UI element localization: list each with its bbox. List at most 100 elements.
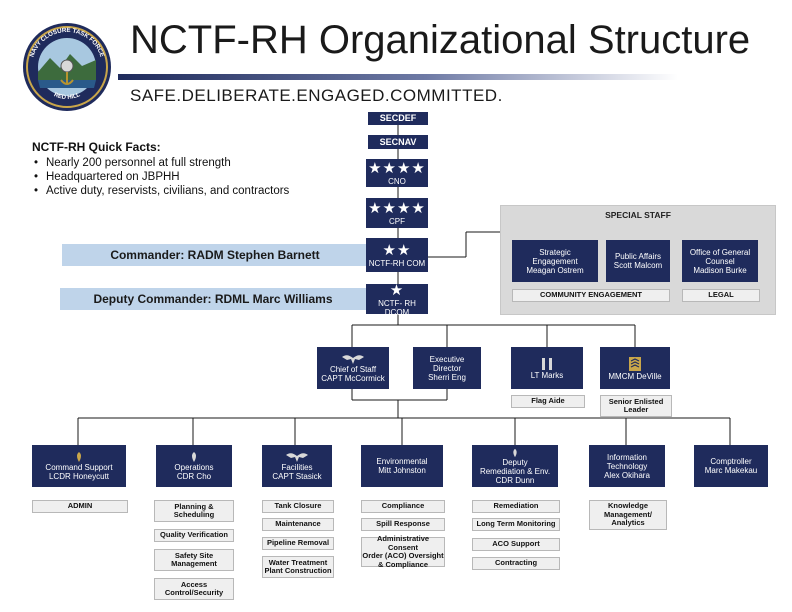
senior-enlisted-leader-label: Senior Enlisted Leader bbox=[600, 395, 672, 417]
label-line: Scheduling bbox=[173, 510, 215, 519]
command-support-box: Command Support LCDR Honeycutt bbox=[32, 445, 126, 487]
quick-fact-item: Active duty, reservists, civilians, and … bbox=[34, 184, 289, 198]
oak-leaf-insignia-icon bbox=[77, 452, 81, 462]
label-line: Control/Security bbox=[164, 588, 224, 597]
label-line: Analytics bbox=[611, 518, 645, 528]
tagline: SAFE.DELIBERATE.ENGAGED.COMMITTED. bbox=[130, 86, 503, 105]
silver-bars-insignia-icon bbox=[542, 357, 552, 370]
admin-label: ADMIN bbox=[32, 500, 128, 513]
access-control-security-label: Access Control/Security bbox=[154, 578, 234, 600]
box-line: Alex Okihara bbox=[604, 470, 650, 480]
deputy-remediation-box: Deputy Remediation & Env. CDR Dunn bbox=[472, 445, 558, 487]
box-line: Public Affairs bbox=[614, 252, 662, 261]
box-line: Madison Burke bbox=[693, 265, 747, 275]
box-line: Facilities bbox=[281, 463, 313, 472]
label-line: & Compliance bbox=[377, 559, 428, 569]
eagle-insignia-icon bbox=[342, 355, 364, 364]
label-line: Management/ bbox=[604, 509, 652, 519]
commander-banner: Commander: RADM Stephen Barnett bbox=[62, 244, 368, 266]
strategic-engagement-box: Strategic Engagement Meagan Ostrem bbox=[512, 240, 598, 282]
box-line: CAPT McCormick bbox=[321, 374, 385, 383]
box-line: CAPT Stasick bbox=[272, 472, 322, 481]
svg-text:RED HILL: RED HILL bbox=[53, 92, 82, 101]
environmental-box: Environmental Mitt Johnston bbox=[361, 445, 443, 487]
box-line: Operations bbox=[174, 463, 214, 472]
tank-closure-label: Tank Closure bbox=[262, 500, 334, 513]
lt-marks-box: LT Marks bbox=[511, 347, 583, 389]
label-line: Knowledge bbox=[607, 501, 648, 511]
box-line: Engagement bbox=[532, 256, 578, 266]
box-line: Comptroller bbox=[710, 457, 752, 466]
box-line: Mitt Johnston bbox=[378, 466, 426, 475]
box-line: Environmental bbox=[376, 457, 428, 466]
box-line: Marc Makekau bbox=[704, 466, 758, 475]
box-line: Deputy bbox=[502, 457, 528, 467]
box-line: Remediation & Env. bbox=[479, 466, 551, 476]
four-star-insignia-icon: ★★★★ bbox=[368, 160, 426, 177]
box-line: Information bbox=[606, 452, 648, 462]
box-line: CDR Dunn bbox=[495, 475, 535, 485]
remediation-label: Remediation bbox=[472, 500, 560, 513]
master-chief-insignia-icon bbox=[629, 356, 641, 371]
box-line: Office of General bbox=[689, 247, 751, 257]
box-line: Technology bbox=[606, 461, 648, 471]
quick-fact-item: Headquartered on JBPHH bbox=[34, 170, 289, 184]
one-star-insignia-icon: ★ bbox=[389, 281, 405, 299]
oak-leaf-insignia-icon bbox=[192, 452, 196, 462]
planning-scheduling-label: Planning & Scheduling bbox=[154, 500, 234, 522]
label-line: Planning & bbox=[174, 501, 214, 511]
contracting-label: Contracting bbox=[472, 557, 560, 570]
chief-of-staff-box: Chief of Staff CAPT McCormick bbox=[317, 347, 389, 389]
box-line: Chief of Staff bbox=[329, 365, 377, 374]
box-line: Strategic bbox=[539, 247, 571, 257]
four-star-insignia-icon: ★★★★ bbox=[368, 200, 426, 217]
label-line: Management bbox=[171, 559, 217, 568]
quick-facts-title: NCTF-RH Quick Facts: bbox=[32, 140, 161, 154]
label-line: Safety Site bbox=[174, 550, 214, 560]
flag-aide-label: Flag Aide bbox=[511, 395, 585, 408]
box-line: LCDR Honeycutt bbox=[48, 472, 110, 481]
compliance-label: Compliance bbox=[361, 500, 445, 513]
box-line: Meagan Ostrem bbox=[526, 265, 584, 275]
two-star-insignia-icon: ★★ bbox=[382, 242, 412, 259]
title-underline bbox=[118, 74, 678, 80]
comptroller-box: Comptroller Marc Makekau bbox=[694, 445, 768, 487]
label-line: Plant Construction bbox=[264, 566, 332, 575]
box-line: Command Support bbox=[45, 463, 113, 472]
special-staff-title: SPECIAL STAFF bbox=[605, 210, 671, 220]
nctf-com-label: NCTF-RH COM bbox=[368, 259, 426, 268]
box-line: Executive bbox=[429, 354, 465, 364]
maintenance-label: Maintenance bbox=[262, 518, 334, 531]
water-treatment-plant-label: Water Treatment Plant Construction bbox=[262, 556, 334, 578]
cpf-box: ★★★★ CPF bbox=[366, 198, 428, 228]
aco-oversight-label: Administrative Consent Order (ACO) Overs… bbox=[361, 534, 445, 569]
nctf-com-box: ★★ NCTF-RH COM bbox=[366, 238, 428, 272]
cpf-label: CPF bbox=[389, 217, 405, 226]
page-title: NCTF-RH Organizational Structure bbox=[130, 18, 751, 62]
safety-site-management-label: Safety Site Management bbox=[154, 549, 234, 571]
facilities-box: Facilities CAPT Stasick bbox=[262, 445, 332, 487]
secnav-box: SECNAV bbox=[368, 135, 428, 149]
community-engagement-label: COMMUNITY ENGAGEMENT bbox=[512, 289, 670, 302]
mmcm-deville-box: MMCM DeVille bbox=[600, 347, 670, 389]
cno-box: ★★★★ CNO bbox=[366, 159, 428, 187]
box-line: CDR Cho bbox=[176, 472, 212, 481]
aco-support-label: ACO Support bbox=[472, 538, 560, 551]
general-counsel-box: Office of General Counsel Madison Burke bbox=[682, 240, 758, 282]
pipeline-removal-label: Pipeline Removal bbox=[262, 537, 334, 550]
cno-label: CNO bbox=[388, 177, 406, 186]
label-line: Administrative Consent bbox=[376, 534, 430, 552]
long-term-monitoring-label: Long Term Monitoring bbox=[472, 518, 560, 531]
label-line: Senior Enlisted bbox=[608, 396, 664, 406]
information-technology-box: Information Technology Alex Okihara bbox=[589, 445, 665, 487]
nctf-dcom-box: ★ NCTF- RH DCOM bbox=[366, 281, 428, 317]
box-line: Sherri Eng bbox=[428, 372, 466, 382]
operations-box: Operations CDR Cho bbox=[156, 445, 232, 487]
box-line: Counsel bbox=[705, 256, 735, 266]
quality-verification-label: Quality Verification bbox=[154, 529, 234, 542]
spill-response-label: Spill Response bbox=[361, 518, 445, 531]
knowledge-management-label: Knowledge Management/ Analytics bbox=[589, 500, 667, 530]
secdef-box: SECDEF bbox=[368, 112, 428, 125]
nctf-dcom-label: NCTF- RH DCOM bbox=[378, 298, 416, 317]
box-line: LT Marks bbox=[530, 370, 564, 380]
